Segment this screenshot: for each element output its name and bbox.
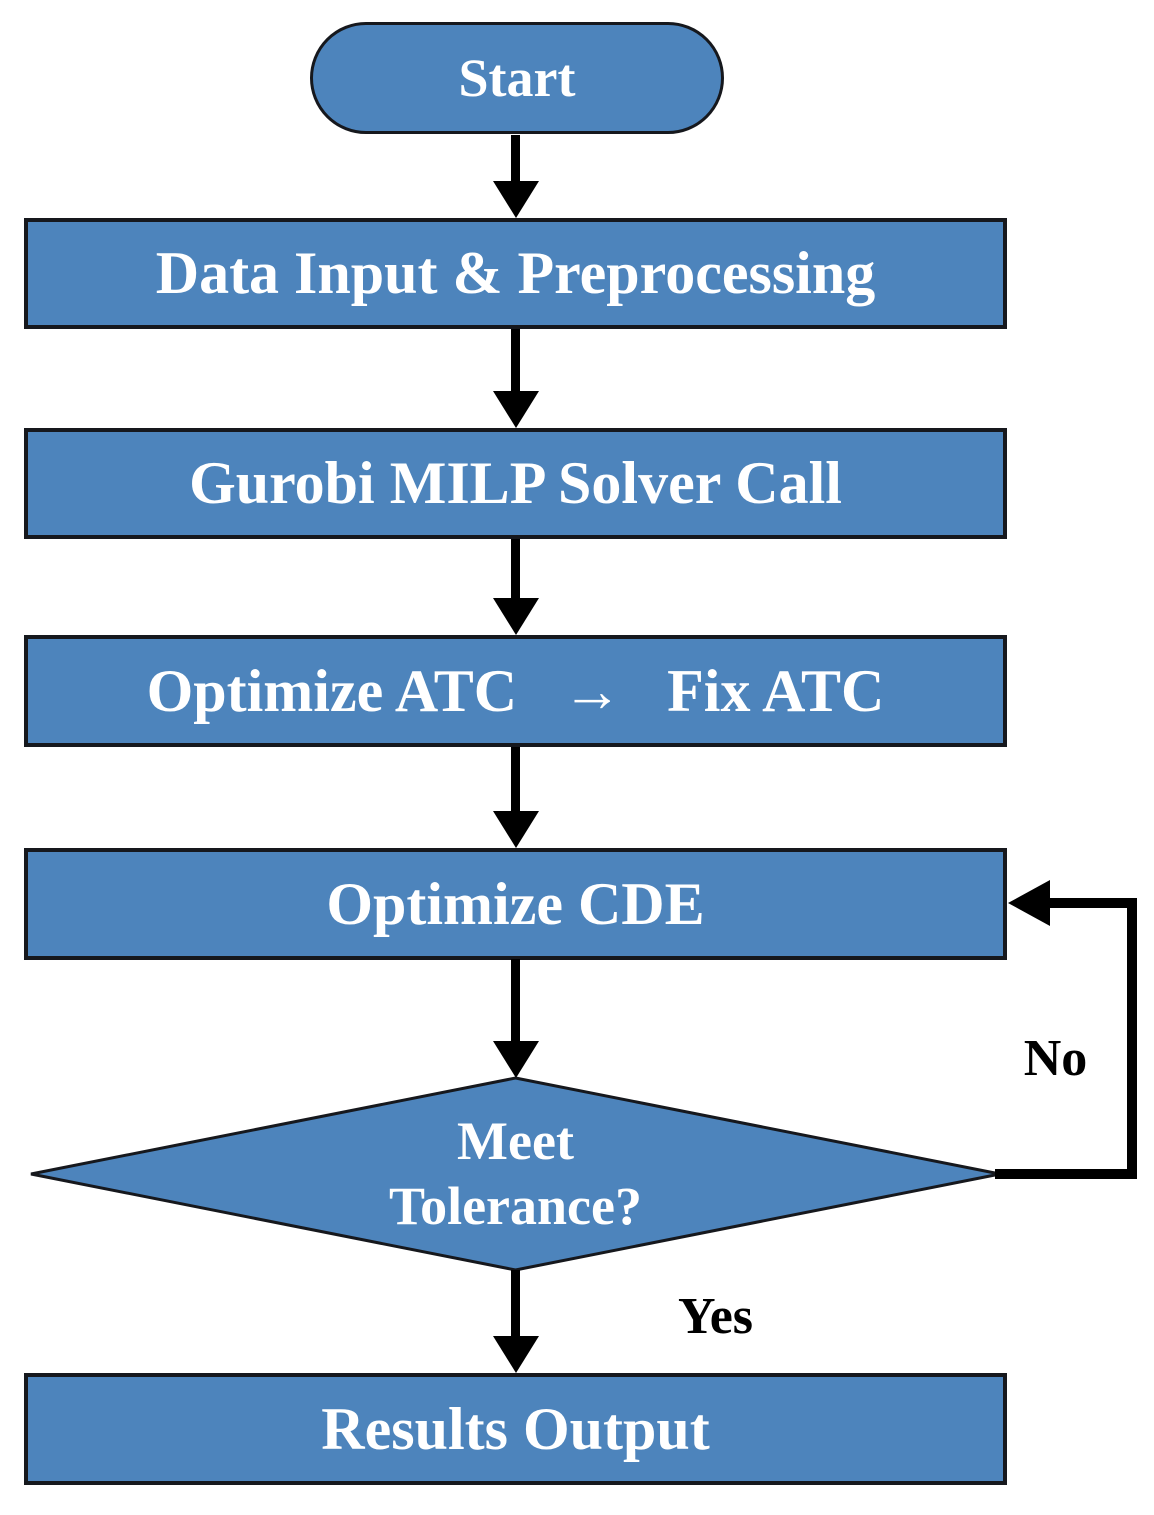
node-optimize-cde: Optimize CDE [24, 848, 1007, 960]
arrow-shaft [511, 135, 520, 185]
arrow-head-down-icon [493, 1336, 539, 1373]
arrow-shaft [511, 539, 520, 602]
node-start: Start [310, 22, 724, 134]
node-start-label: Start [458, 48, 576, 108]
node-data-input-label: Data Input & Preprocessing [155, 240, 876, 306]
node-solver-call-label: Gurobi MILP Solver Call [189, 450, 842, 516]
node-data-input: Data Input & Preprocessing [24, 218, 1007, 329]
arrow-shaft [511, 329, 520, 395]
node-optimize-atc-label: Optimize ATC → Fix ATC [146, 657, 885, 724]
node-meet-tolerance [30, 1076, 1001, 1272]
node-optimize-cde-label: Optimize CDE [326, 870, 705, 937]
arrow-head-down-icon [493, 598, 539, 635]
edge-label-no: No [1023, 1030, 1088, 1087]
arrow-shaft [511, 747, 520, 815]
no-loop-right-segment [1127, 898, 1137, 1179]
arrow-head-left-icon [1008, 880, 1050, 926]
no-loop-bottom-segment [995, 1169, 1137, 1179]
arrow-shaft [511, 1270, 520, 1340]
arrow-head-down-icon [493, 1041, 539, 1078]
decision-diamond-shape [30, 1076, 1001, 1272]
arrow-head-down-icon [493, 181, 539, 218]
edge-label-yes: Yes [677, 1288, 754, 1345]
node-results-output: Results Output [24, 1373, 1007, 1485]
arrow-shaft [511, 959, 520, 1045]
node-optimize-atc: Optimize ATC → Fix ATC [24, 635, 1007, 747]
arrow-head-down-icon [493, 391, 539, 428]
arrow-head-down-icon [493, 811, 539, 848]
node-solver-call: Gurobi MILP Solver Call [24, 428, 1007, 539]
no-loop-top-segment [1046, 898, 1137, 908]
node-results-output-label: Results Output [321, 1395, 710, 1462]
